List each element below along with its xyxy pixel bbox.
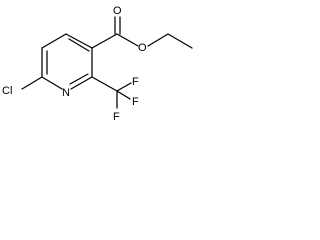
bond-c2-cf3 bbox=[91, 76, 118, 92]
bond-c6-cl bbox=[21, 76, 43, 90]
atom-label-fluorine-bottom: F bbox=[113, 111, 120, 123]
bond-ring-c4-c3-inner bbox=[68, 38, 90, 52]
bond-cf3-f-right bbox=[116, 90, 131, 100]
bond-ch2-ch3 bbox=[167, 33, 193, 49]
atom-label-ring-nitrogen: N bbox=[62, 87, 70, 99]
atom-label-fluorine-right: F bbox=[132, 96, 139, 108]
bond-ring-c4-c3 bbox=[65, 33, 93, 49]
bond-oester-ch2 bbox=[147, 33, 169, 47]
bond-ring-c2-n bbox=[70, 76, 93, 90]
bond-ring-c2-n-inner bbox=[69, 73, 89, 85]
atom-label-fluorine-top: F bbox=[132, 76, 139, 88]
bond-ring-n-c6 bbox=[41, 76, 63, 90]
bond-carbonyl-oester bbox=[116, 33, 139, 47]
atom-label-carbonyl-oxygen: O bbox=[113, 5, 122, 17]
atom-label-chlorine: Cl bbox=[2, 85, 12, 97]
molecule-structure: Cl N O O F F F bbox=[2, 5, 193, 123]
bond-cf3-f-top bbox=[116, 82, 132, 92]
atom-label-ester-oxygen: O bbox=[138, 42, 147, 54]
bonds bbox=[21, 16, 193, 109]
bond-c3-carbonyl bbox=[91, 33, 118, 49]
atom-labels: Cl N O O F F F bbox=[2, 5, 147, 123]
bond-ring-c5-c4 bbox=[41, 33, 67, 49]
